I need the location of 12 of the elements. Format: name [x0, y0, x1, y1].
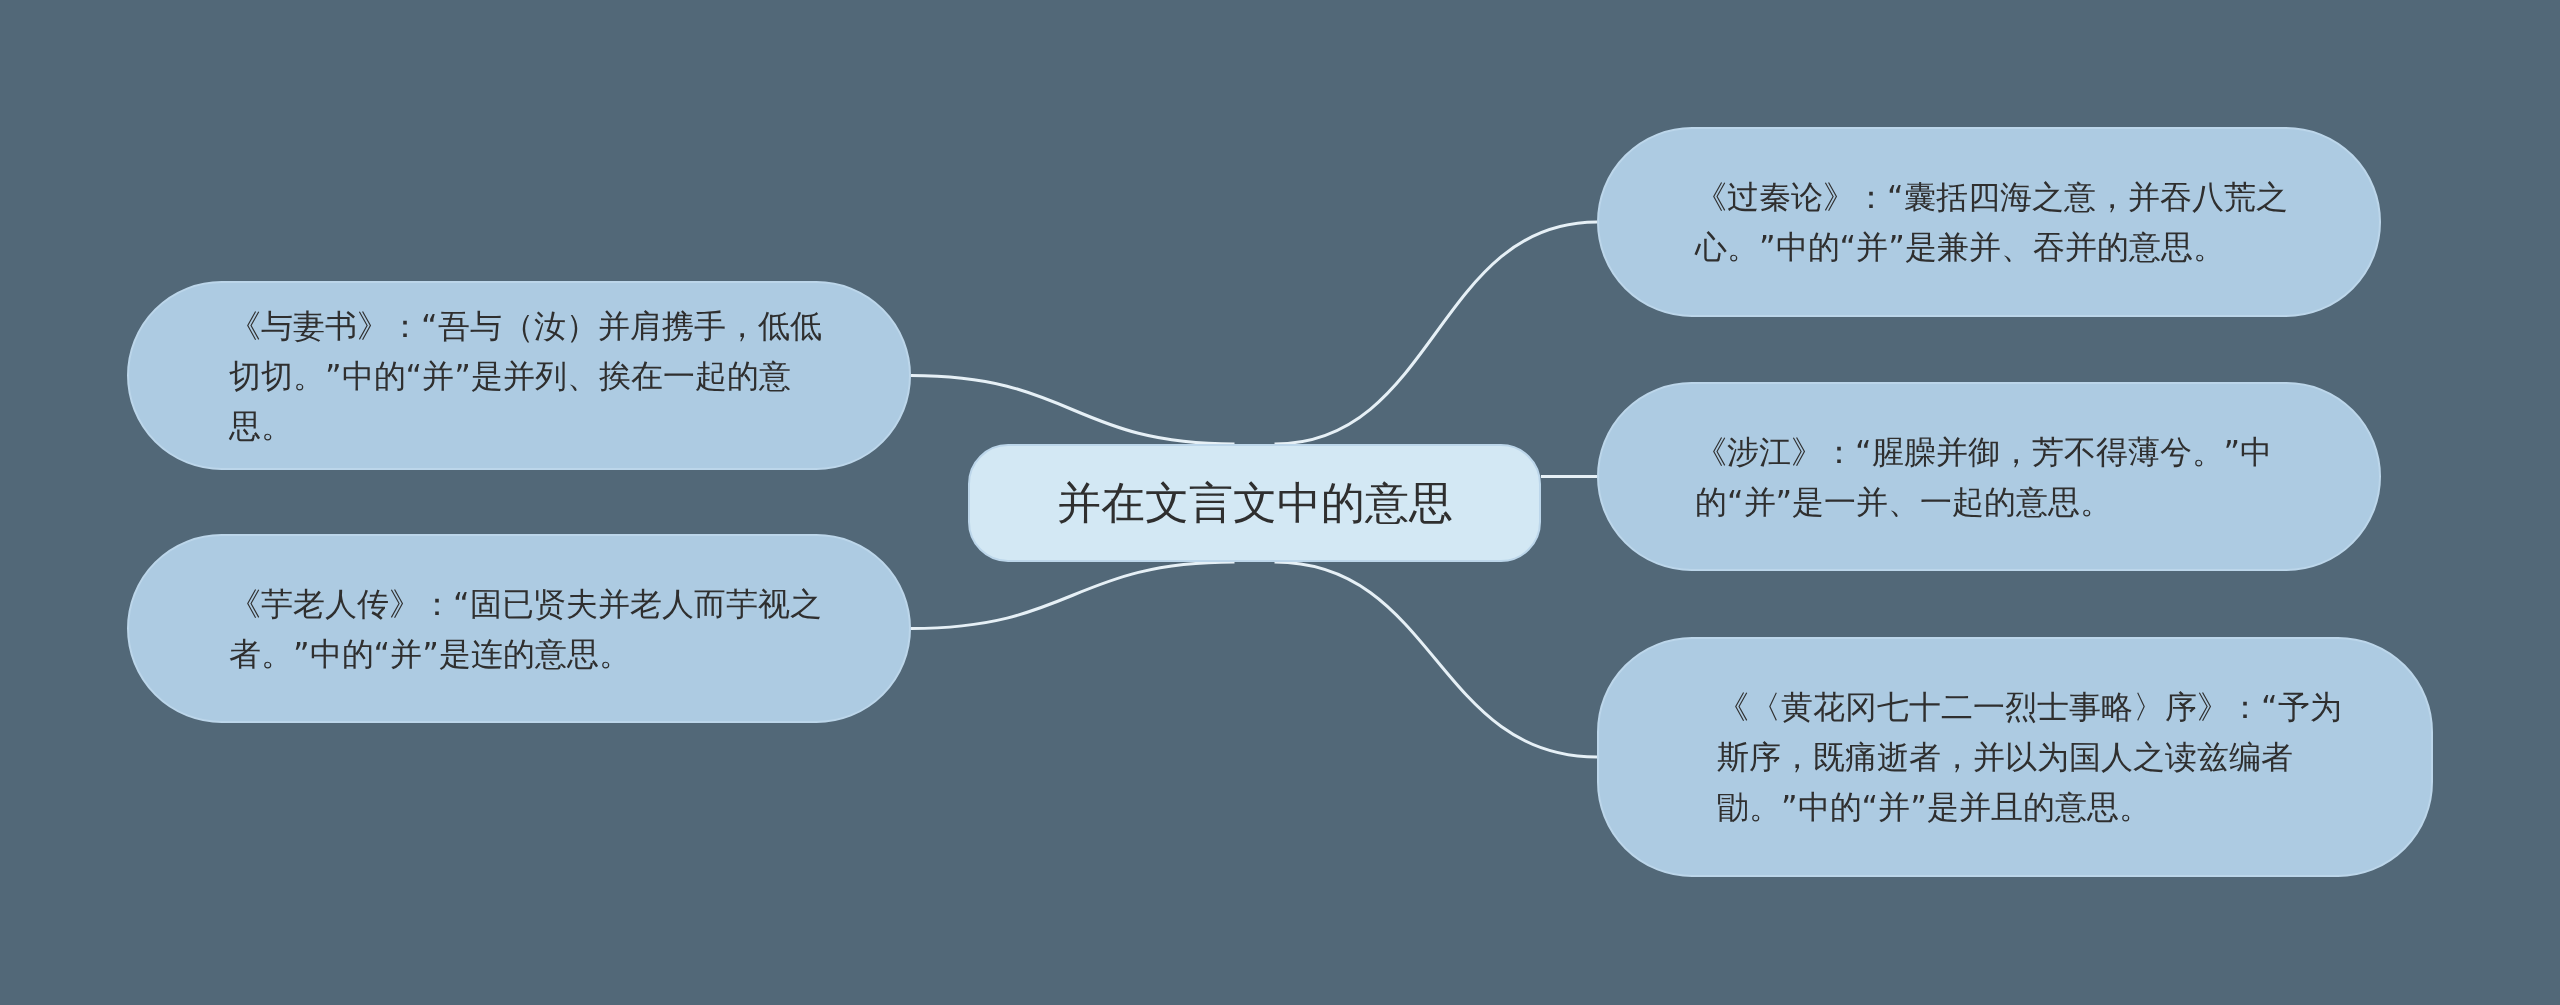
central-topic-node: [968, 444, 1541, 562]
connector-line: [910, 560, 1235, 630]
connector-line: [910, 374, 1235, 446]
node-text: 《过秦论》：“囊括四海之意，并吞八荒之心。”中的“并”是兼并、吞并的意思。: [1695, 177, 2289, 268]
node-text: 《〈黄花冈七十二一烈士事略〉序》：“予为斯序，既痛逝者，并以为国人之读兹编者勖。”中的“并”是并且的意思。: [1717, 687, 2343, 828]
node-text: 并在文言文中的意思: [1056, 476, 1453, 530]
node-text: 《与妻书》：“吾与（汝）并肩携手，低低切切。”中的“并”是并列、挨在一起的意思。: [229, 305, 823, 447]
connector-line: [1274, 220, 1598, 446]
connector-line: [1274, 560, 1598, 759]
node-text: 《芋老人传》：“固已贤夫并老人而芋视之者。”中的“并”是连的意思。: [229, 583, 823, 675]
connector-line: [1541, 475, 1597, 478]
node-text: 《涉江》：“腥臊并御，芳不得薄兮。”中的“并”是一并、一起的意思。: [1695, 431, 2274, 523]
